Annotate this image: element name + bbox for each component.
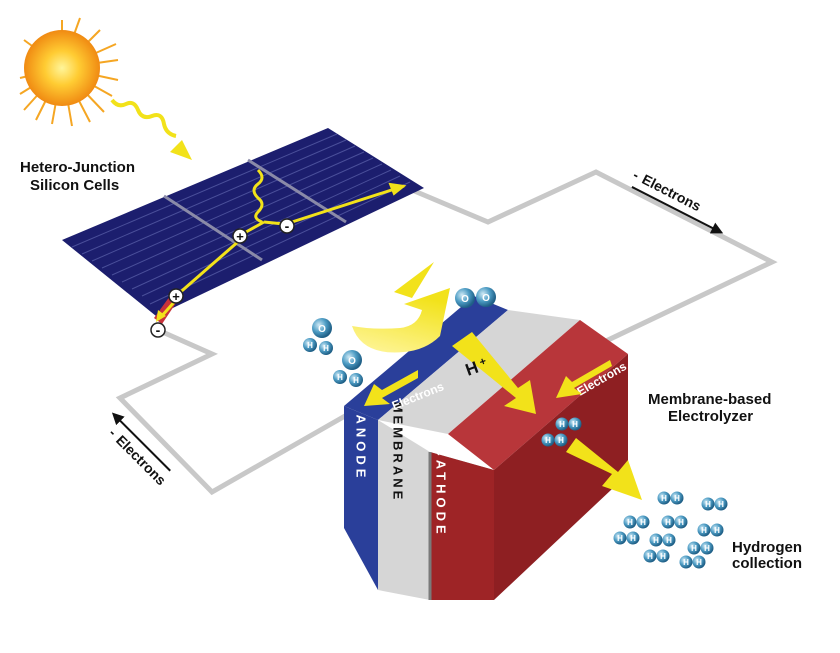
proton-charge-label: + [478,355,488,368]
hydrogen-atom-label: H [696,558,702,567]
hydrogen-atom-label: H [705,500,711,509]
hydrogen-atom-label: H [627,518,633,527]
svg-text:O: O [318,324,326,335]
negative-charge-icon: - [150,322,166,338]
hydrogen-atom-label: H [647,552,653,561]
panel-cell-lines [71,133,411,305]
solar-panel [62,128,424,324]
oxygen-molecule-icon: O O [455,287,496,308]
arrow-head-icon [156,310,166,322]
hydrogen-atom-label: H [630,534,636,543]
hydrogen-atom-label: H [718,500,724,509]
svg-text:H: H [353,376,359,385]
svg-text:-: - [285,218,290,234]
svg-text:H: H [337,373,343,382]
anode-electron-arrow-icon [364,370,418,406]
cathode-front [430,452,494,600]
svg-text:H: H [307,341,313,350]
electrolyzer-label-line2: Electrolyzer [668,408,753,425]
sun-icon [19,17,119,127]
membrane-top [378,310,580,434]
hydrogen-atom-label: H [661,494,667,503]
sunlight-ray-icon [110,98,192,160]
anode-front [344,406,378,590]
hydrogen-atom-label: H [704,544,710,553]
hydrogen-out-arrow-icon [566,438,642,500]
cathode-label: CATHODE [434,446,449,537]
hydrogen-atom-label: H [691,544,697,553]
panel-busbars [163,158,347,262]
proton-arrow-icon [452,332,536,414]
electrolyzer-label-line1: Membrane-based [648,391,771,408]
hydrogen-atom-label: H [666,536,672,545]
svg-text:+: + [172,289,180,304]
hydrogen-atom-label: H [660,552,666,561]
water-molecule-icon: O H H [333,350,363,387]
hydrogen-atom-label: H [714,526,720,535]
svg-text:+: + [236,229,244,244]
hydrogen-atom-label: H [617,534,623,543]
svg-text:CATHODE: CATHODE [434,446,449,537]
hydrogen-atom-label: H [683,558,689,567]
hydrogen-atom-label: H [653,536,659,545]
svg-text:O: O [482,293,490,304]
arrow-head-icon [388,182,407,196]
hydrogen-atom-label: H [558,436,564,445]
membrane-label: MEMBRANE [391,402,406,503]
hydrogen-atom-label: H [572,420,578,429]
cathode-side [494,354,628,600]
negative-charge-icon: - [279,218,295,234]
positive-charge-icon: + [168,288,184,304]
electrons-label-top: - Electrons [631,166,724,234]
panel-charge-arrows [158,168,405,319]
membrane-front [378,420,430,600]
svg-text:O: O [348,356,356,367]
anode-label: ANODE [354,415,369,482]
proton-label: H [463,358,481,380]
oxygen-release-arrow-icon [352,262,450,353]
hydrogen-label-line1: Hydrogen [732,539,802,556]
positive-charge-icon: + [232,228,248,244]
hydrogen-atom-label: H [640,518,646,527]
hydrogen-atom-label: H [545,436,551,445]
electron-wire [115,169,778,496]
electrons-label-left: - Electrons [106,412,171,488]
svg-text:H: H [323,344,329,353]
svg-text:-: - [156,322,161,338]
cathode-top [448,320,628,470]
cells-label-line1: Hetero-Junction [20,159,135,176]
svg-text:MEMBRANE: MEMBRANE [391,402,406,503]
svg-text:ANODE: ANODE [354,415,369,482]
cathode-electron-arrow-icon [556,360,612,398]
hydrogen-label-line2: collection [732,555,802,572]
hydrogen-atom-label: H [665,518,671,527]
hydrogen-atom-label: H [701,526,707,535]
hydrogen-atom-label: H [559,420,565,429]
hydrogen-atom-label: H [678,518,684,527]
svg-text:O: O [461,294,469,305]
water-molecule-icon: O H H [303,318,333,355]
cells-label-line2: Silicon Cells [30,177,119,194]
svg-text:-: - [631,166,643,183]
hydrogen-atom-label: H [674,494,680,503]
